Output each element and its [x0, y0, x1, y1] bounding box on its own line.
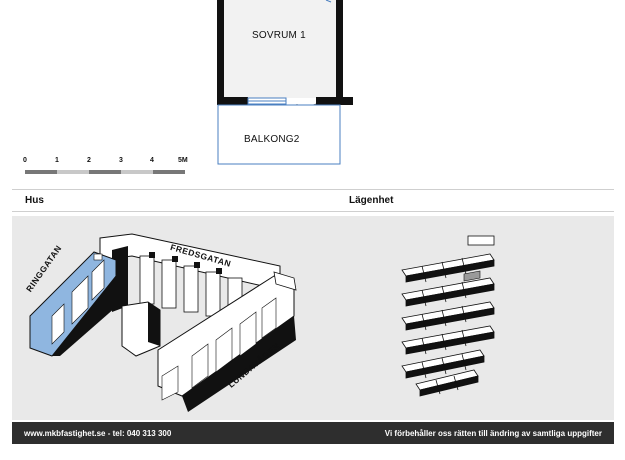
footer-bar: www.mkbfastighet.se - tel: 040 313 300 V…: [12, 422, 614, 444]
selected-apartment: [463, 270, 481, 282]
room-label-bedroom: SOVRUM 1: [252, 30, 306, 41]
divider-top: [12, 189, 614, 190]
building-isometric: [29, 233, 297, 412]
footer-contact: www.mkbfastighet.se - tel: 040 313 300: [24, 429, 172, 438]
divider-bottom: [12, 211, 614, 212]
scale-tick: 3: [119, 157, 123, 164]
section-title-house: Hus: [25, 195, 44, 206]
floor-plan: [217, 0, 353, 165]
footer-disclaimer: Vi förbehåller oss rätten till ändring a…: [384, 429, 602, 438]
scale-tick: 2: [87, 157, 91, 164]
scale-tick: 0: [23, 157, 27, 164]
scale-tick: 4: [150, 157, 154, 164]
scale-tick: 1: [55, 157, 59, 164]
section-title-apartment: Lägenhet: [349, 195, 394, 206]
room-label-balcony: BALKONG2: [244, 134, 300, 145]
scale-tick: 5M: [178, 157, 188, 164]
apartment-stack: [401, 235, 495, 397]
